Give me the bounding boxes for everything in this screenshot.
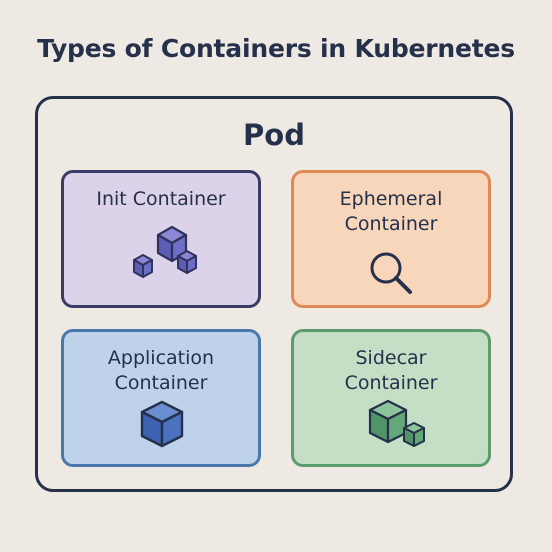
application-container-label: Application Container bbox=[64, 346, 258, 396]
sidecar-container-card: Sidecar Container bbox=[291, 329, 491, 467]
cube-icon bbox=[140, 400, 184, 448]
application-container-label-line-1: Application bbox=[107, 347, 215, 369]
pod-box bbox=[35, 96, 513, 492]
cube-with-small-cube-icon bbox=[368, 399, 425, 447]
ephemeral-container-label-line-1: Ephemeral bbox=[339, 188, 443, 210]
cubes-icon bbox=[133, 225, 197, 278]
sidecar-container-label-line-2: Container bbox=[344, 372, 438, 394]
application-container-label-line-2: Container bbox=[114, 372, 208, 394]
ephemeral-container-label: Ephemeral Container bbox=[294, 187, 488, 237]
sidecar-container-label: Sidecar Container bbox=[294, 346, 488, 396]
init-container-card: Init Container bbox=[61, 170, 261, 308]
init-container-label: Init Container bbox=[64, 187, 258, 212]
magnifier-icon bbox=[370, 252, 412, 294]
sidecar-container-label-line-1: Sidecar bbox=[355, 347, 427, 369]
ephemeral-container-label-line-2: Container bbox=[344, 213, 438, 235]
pod-label: Pod bbox=[243, 118, 305, 152]
ephemeral-container-card: Ephemeral Container bbox=[291, 170, 491, 308]
application-container-card: Application Container bbox=[61, 329, 261, 467]
init-container-label-line-1: Init Container bbox=[96, 188, 226, 210]
diagram-title: Types of Containers in Kubernetes bbox=[37, 34, 515, 63]
